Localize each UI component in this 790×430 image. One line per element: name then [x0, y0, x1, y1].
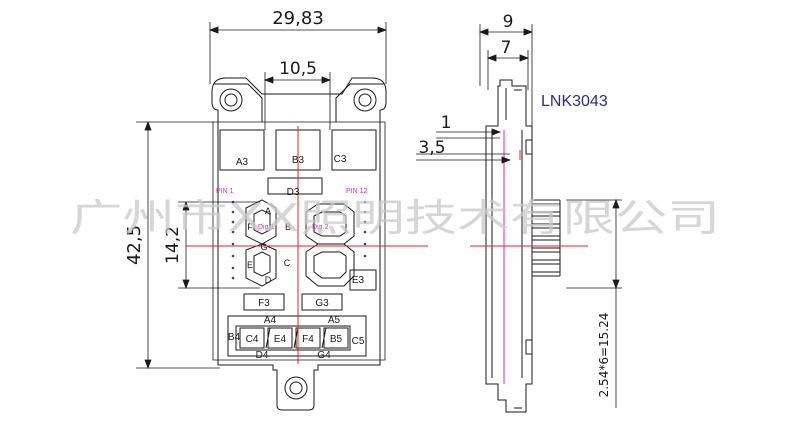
side-pins: [532, 199, 561, 277]
side-centerlines: [470, 130, 588, 384]
side-dimension-texts: 9 7 1 3,5 2.54*6=15.24: [418, 12, 611, 397]
front-centerlines: [186, 126, 428, 364]
segment-g3-box: [301, 293, 343, 311]
top-ear-right: [335, 83, 384, 122]
front-dimension-texts: 29,83 10,5 42,5 14,2: [124, 8, 324, 265]
label-digit-f: F: [247, 222, 253, 232]
label-c5: C5: [352, 336, 365, 347]
label-a3: A3: [236, 157, 249, 168]
dim-lead-offset: 3,5: [418, 138, 445, 158]
label-b3: B3: [292, 155, 305, 166]
mount-hole-bottom-inner: [289, 381, 303, 395]
dim-side-depth-total: 9: [503, 12, 514, 32]
label-pin-12: PIN 12: [346, 188, 368, 195]
label-e3: E3: [352, 275, 365, 286]
model-title: LNK3043: [541, 93, 608, 110]
bottom-panel-outer: [227, 315, 367, 357]
segment-f3-box: [243, 293, 285, 311]
right-digit-outline: [305, 203, 355, 287]
mount-hole-left-inner: [224, 93, 238, 107]
label-b4: B4: [228, 332, 241, 343]
label-c4: C4: [246, 334, 259, 345]
label-a4: A4: [264, 315, 277, 326]
label-digit-d: D: [265, 275, 272, 285]
body-outline: [211, 77, 387, 411]
label-f4: F4: [302, 334, 314, 345]
dim-digit-height: 14,2: [163, 226, 183, 264]
label-a5: A5: [328, 315, 341, 326]
watermark-text: 广州市XX照明技术有限公司: [70, 196, 720, 240]
dim-lead-thickness: 1: [441, 113, 452, 133]
front-view: [211, 77, 387, 411]
label-b5: B5: [330, 334, 343, 345]
label-c3: C3: [334, 154, 347, 165]
label-dig-1: Dig.1: [258, 224, 274, 231]
label-digit-a: A: [265, 206, 271, 216]
mount-hole-right-inner: [358, 93, 372, 107]
side-dimension-lines: [416, 24, 622, 408]
label-f3: F3: [258, 298, 270, 309]
label-digit-c: C: [284, 258, 291, 268]
dim-overall-height: 42,5: [124, 225, 145, 265]
segment-c4-box: [239, 327, 265, 349]
mount-hole-left-outer: [219, 88, 243, 112]
pin-dots: [231, 200, 367, 280]
body-inner-outline: [212, 121, 386, 361]
label-g4: G4: [317, 350, 331, 361]
label-pin-1: PIN 1: [216, 188, 234, 195]
magenta-labels: PIN 1 PIN 12 Dig.1 Dig.2: [216, 188, 368, 231]
label-dig-2: Dig.2: [312, 224, 328, 231]
mount-hole-right-outer: [353, 88, 377, 112]
dim-side-depth-body: 7: [501, 38, 512, 58]
label-e4: E4: [274, 334, 287, 345]
dim-overall-width: 29,83: [272, 8, 324, 29]
label-g3: G3: [315, 298, 329, 309]
segment-labels: A3 B3 C3 D3 A F B G E C D E3 F3 G3 A4 A5…: [228, 154, 365, 361]
side-view: [485, 79, 533, 413]
left-digit-outline: [245, 199, 277, 287]
segment-e3-box: [349, 269, 377, 291]
segment-d3-box: [267, 177, 323, 195]
label-d4: D4: [256, 350, 269, 361]
segment-a3-box: [219, 129, 265, 171]
side-body-outline: [485, 79, 533, 413]
label-digit-e: E: [247, 260, 253, 270]
top-ear-left: [214, 83, 263, 122]
segment-c3-box: [331, 129, 377, 171]
mount-hole-bottom-outer: [284, 376, 308, 400]
label-digit-g: G: [260, 242, 267, 252]
label-d3: D3: [287, 187, 300, 198]
bottom-panel-inner: [235, 325, 351, 351]
dim-inner-width: 10,5: [279, 59, 317, 79]
front-dimension-lines: [136, 22, 388, 370]
dim-pin-pitch: 2.54*6=15.24: [597, 313, 611, 398]
label-digit-b: B: [285, 222, 291, 232]
